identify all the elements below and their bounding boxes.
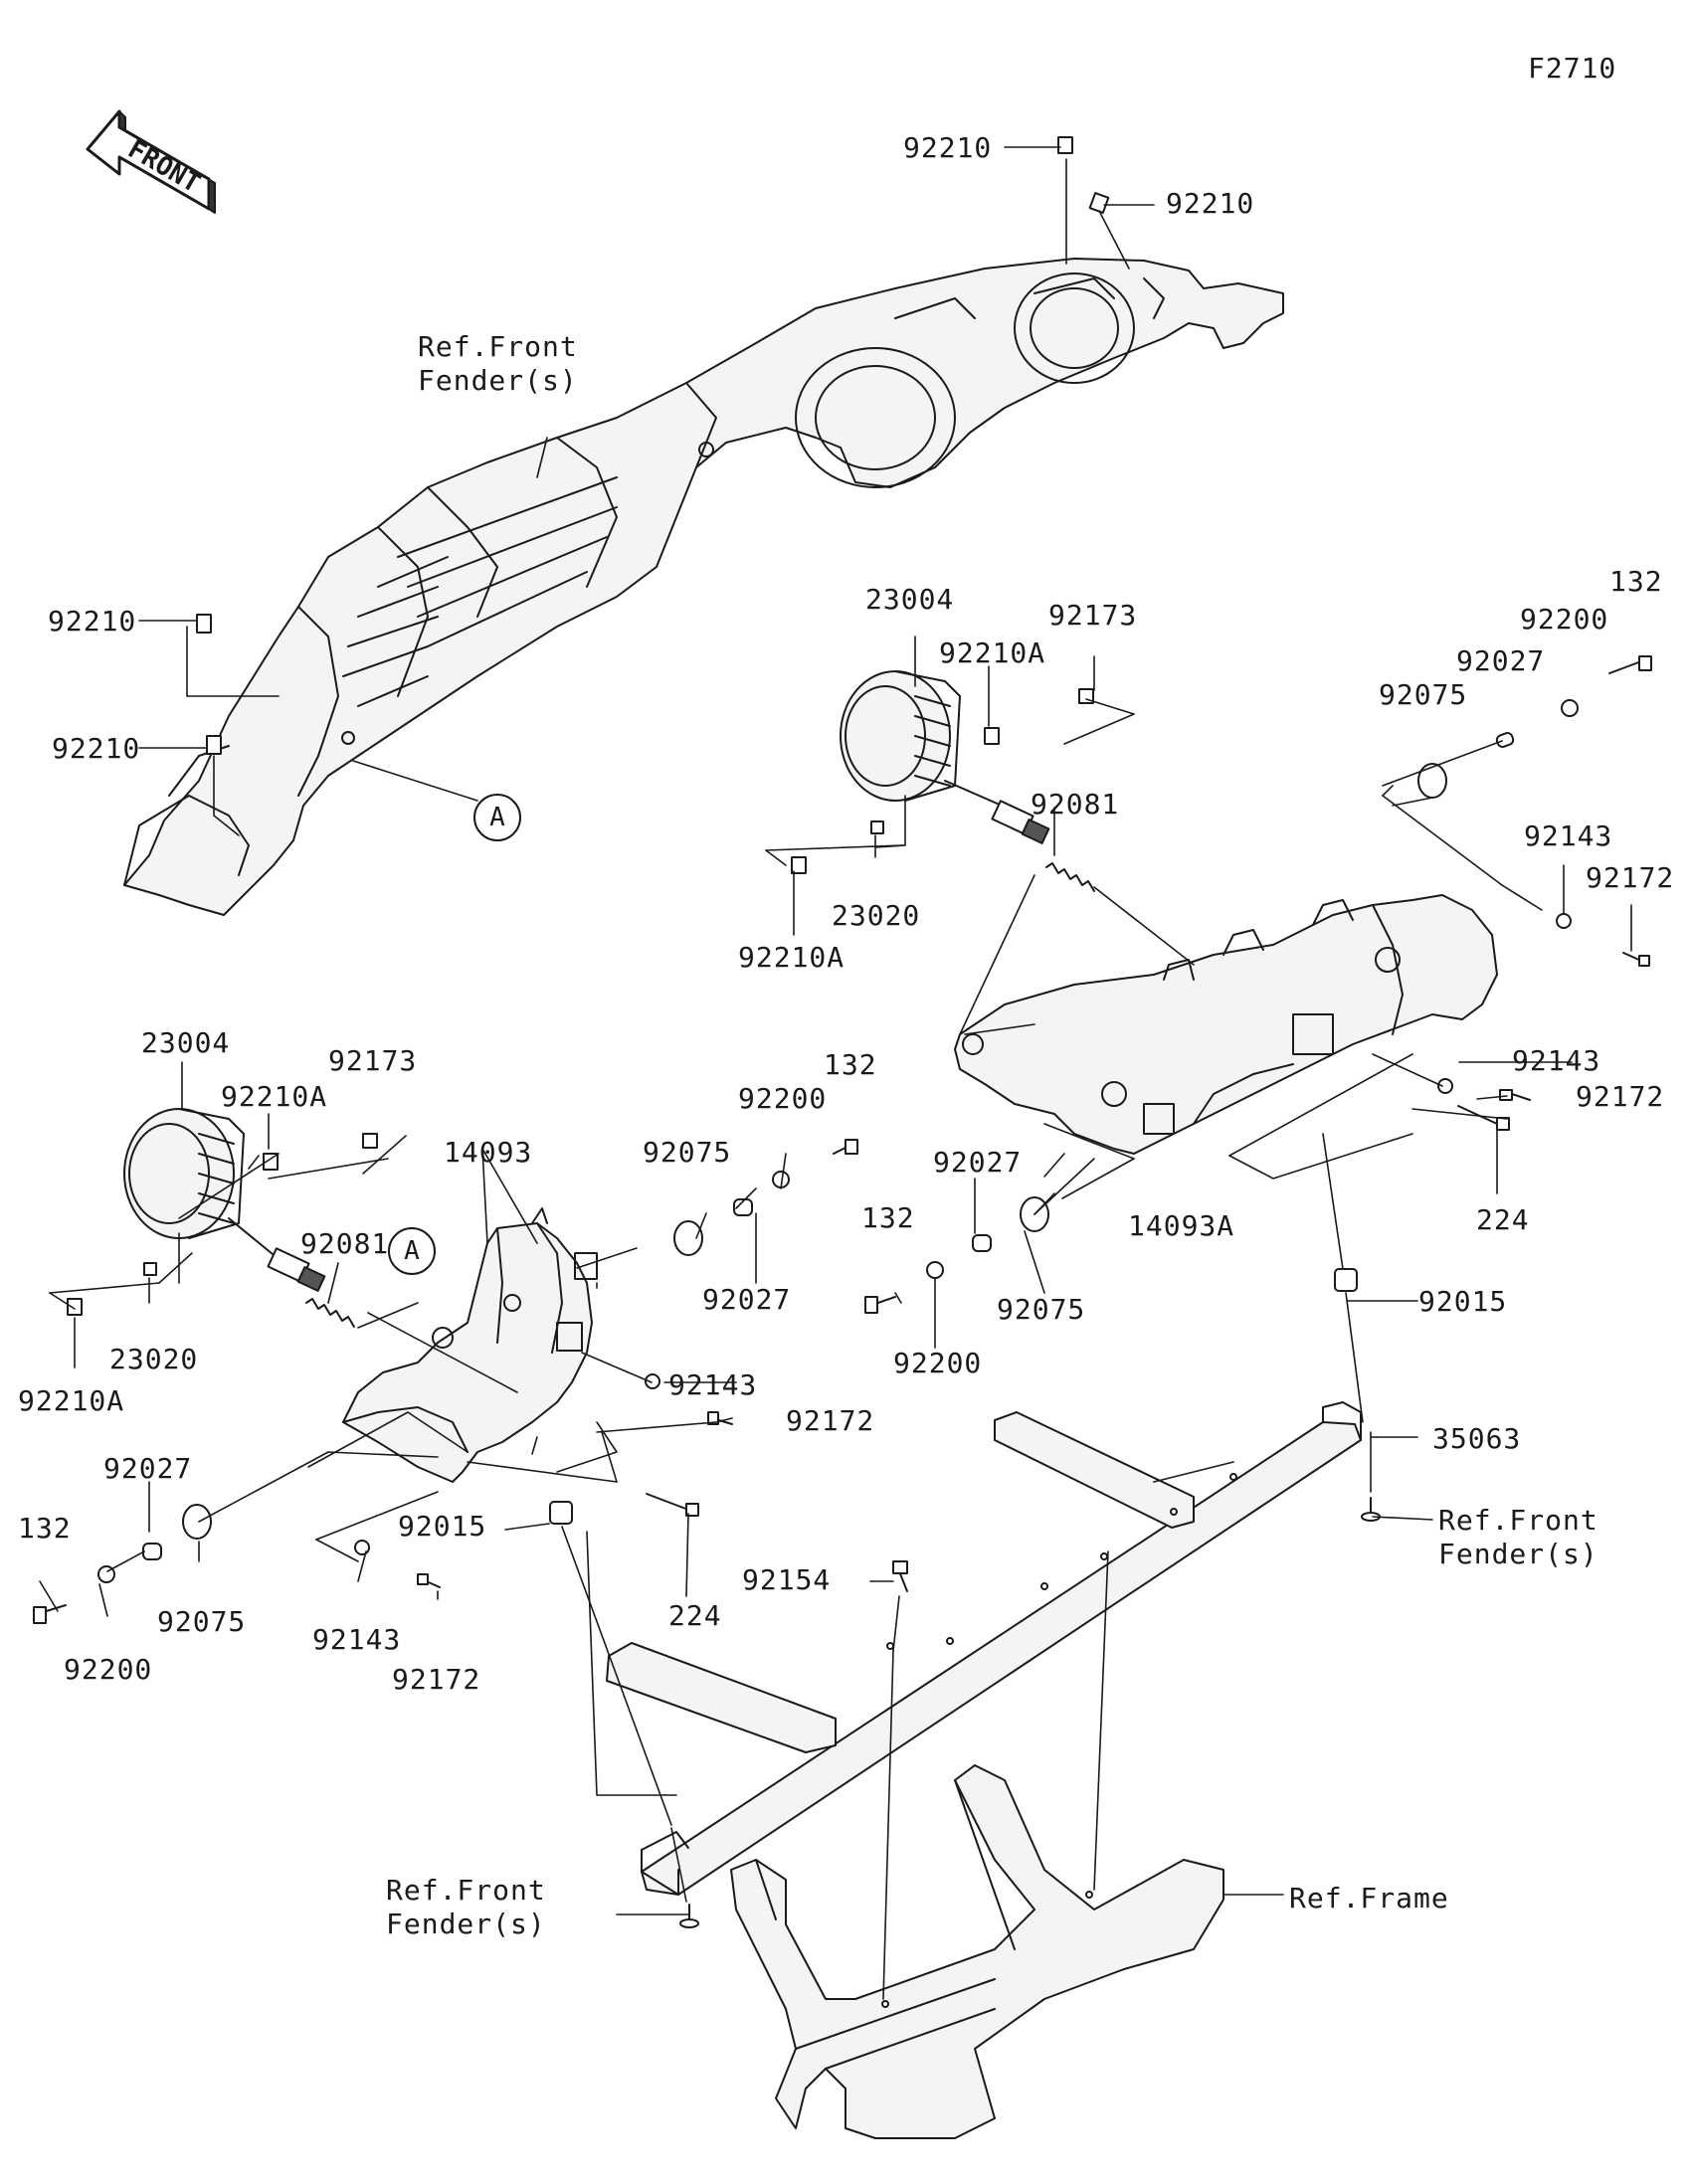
part-label-92081-left: 92081 [300,1227,390,1260]
part-label-92075-middle: 92075 [997,1293,1086,1326]
adjuster-spring-right [1045,862,1095,892]
adjuster-spring-left [305,1298,355,1328]
part-label-92210A-left-upper: 92210A [221,1080,328,1113]
part-label-92027-left-lower: 92027 [103,1452,193,1485]
part-label-92200-middle: 92200 [893,1347,983,1379]
part-label-14093A: 14093A [1128,1209,1235,1242]
part-label-92172-right-lower: 92172 [1576,1080,1665,1113]
headlight-unit-right [840,670,1050,844]
part-label-92081-right: 92081 [1031,788,1120,820]
callout-a-left: A [388,1227,436,1275]
part-label-132-left-lower: 132 [18,1512,72,1545]
part-label-224-left: 224 [668,1599,722,1632]
headlight-bracket-right [954,894,1498,1155]
cross-member [606,1401,1362,1896]
part-label-92210-left: 92210 [48,605,137,637]
ref-front-fender-top-label: Ref.Front Fender(s) [418,330,578,397]
ref-front-fender-bottom-label: Ref.Front Fender(s) [386,1874,546,1940]
part-label-92027-left: 92027 [702,1283,792,1316]
callout-a-top: A [473,794,521,841]
part-label-92143-right-lower: 92143 [1512,1044,1601,1077]
part-label-23020-left: 23020 [109,1343,199,1375]
ref-frame-label: Ref.Frame [1289,1882,1449,1914]
part-label-132-left: 132 [824,1048,877,1081]
figure-code: F2710 [1528,52,1617,85]
front-direction-arrow: FRONT [86,109,216,214]
part-label-92210A-right-upper: 92210A [939,637,1046,669]
part-label-92015-right: 92015 [1418,1285,1508,1318]
part-label-92173-left: 92173 [328,1044,418,1077]
part-label-92210-top: 92210 [903,131,993,164]
part-label-92200-left-lower: 92200 [64,1653,153,1686]
part-label-92075-left-lower: 92075 [157,1605,247,1638]
part-label-23020-right: 23020 [832,899,921,932]
part-label-92143-left-lower: 92143 [312,1623,402,1656]
part-label-92173-right: 92173 [1048,599,1138,632]
ref-front-fender-right-label: Ref.Front Fender(s) [1438,1504,1598,1570]
part-label-224-right: 224 [1476,1203,1530,1236]
frame-section [730,1764,1224,2139]
part-label-92200-left: 92200 [738,1082,828,1115]
part-label-92075-left: 92075 [643,1136,732,1169]
front-fender-assembly [123,258,1284,916]
part-label-92143-right-upper: 92143 [1524,819,1613,852]
part-label-92027-right: 92027 [1456,644,1546,677]
fasteners [33,655,1652,1928]
part-label-92210-left-lower: 92210 [52,732,141,765]
part-label-92210A-left-lower: 92210A [18,1384,125,1417]
part-label-92172-left-upper: 92172 [786,1404,875,1437]
part-label-92015-left: 92015 [398,1510,487,1543]
leader-lines [39,146,1632,2000]
headlight-bracket-left [342,1207,598,1483]
part-label-23004-right: 23004 [865,583,955,616]
part-label-92210-top-right: 92210 [1166,187,1255,220]
part-label-132-middle: 132 [861,1201,915,1234]
part-label-92027-middle: 92027 [933,1146,1023,1179]
part-label-92200-right: 92200 [1520,603,1609,636]
part-label-14093: 14093 [444,1136,533,1169]
front-arrow-text: FRONT [122,134,205,199]
part-label-92075-right: 92075 [1379,678,1468,711]
part-label-92172-right-upper: 92172 [1586,861,1675,894]
part-label-92172-left-lower: 92172 [392,1663,481,1696]
part-label-92143-left-upper: 92143 [668,1368,758,1401]
part-label-35063: 35063 [1432,1422,1522,1455]
part-label-23004-left: 23004 [141,1026,231,1059]
part-label-92154: 92154 [742,1563,832,1596]
part-label-132-right: 132 [1609,565,1663,598]
part-label-92210A-right-lower: 92210A [738,941,846,974]
